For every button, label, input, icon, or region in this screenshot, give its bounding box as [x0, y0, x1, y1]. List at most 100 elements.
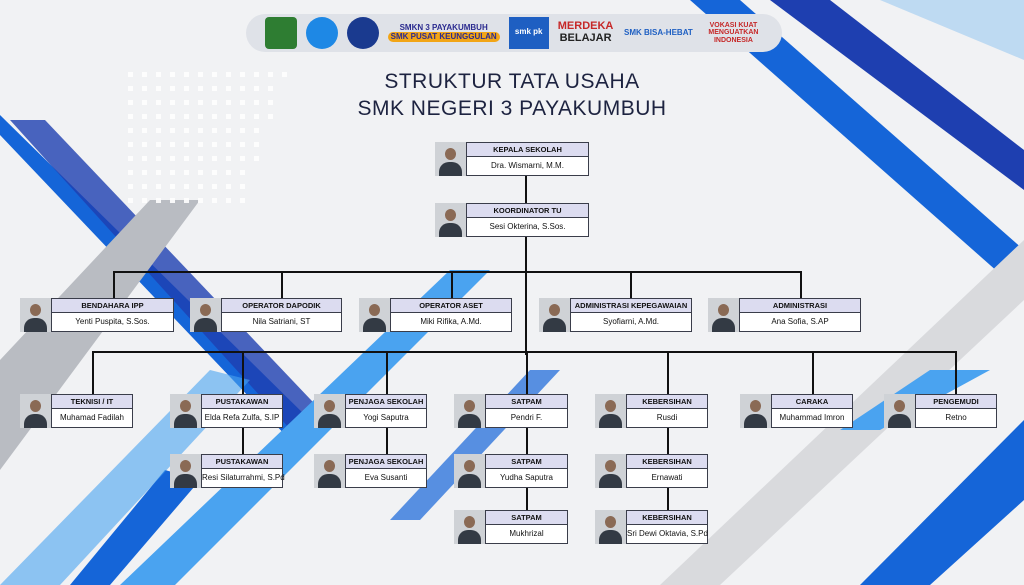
staff-card: KEBERSIHAN Rusdi [595, 394, 708, 428]
staff-name: Yogi Saputra [363, 413, 409, 422]
staff-role: PENJAGA SEKOLAH [346, 395, 426, 409]
staff-role: PUSTAKAWAN [202, 395, 282, 409]
decor-dot [198, 142, 203, 147]
decor-dot [212, 156, 217, 161]
decor-dot [212, 198, 217, 203]
staff-name: Mukhrizal [509, 529, 544, 538]
connector-line [667, 428, 669, 454]
decor-dot [128, 128, 133, 133]
decor-dot [156, 72, 161, 77]
decor-dot [184, 72, 189, 77]
decor-dot [184, 184, 189, 189]
decor-dot [156, 128, 161, 133]
staff-role: KEBERSIHAN [627, 455, 707, 469]
connector-line [955, 351, 957, 394]
decor-dot [240, 128, 245, 133]
staff-name: Nila Satriani, ST [252, 317, 311, 326]
decor-dot [156, 142, 161, 147]
staff-name: Yudha Saputra [500, 473, 553, 482]
decor-dot [184, 142, 189, 147]
decor-dot [198, 100, 203, 105]
staff-box: KEBERSIHAN Rusdi [626, 394, 708, 428]
decor-dot [184, 100, 189, 105]
decor-dot [128, 184, 133, 189]
decor-dot [128, 170, 133, 175]
staff-photo [884, 394, 915, 428]
decor-dot [240, 198, 245, 203]
decor-dot [240, 170, 245, 175]
pusat-keunggulan-text: SMK PUSAT KEUNGGULAN [387, 32, 500, 43]
decor-dot [212, 142, 217, 147]
decor-dot [198, 184, 203, 189]
decor-dot [254, 114, 259, 119]
decor-dot [240, 100, 245, 105]
decor-dot [212, 128, 217, 133]
merdeka-text: MERDEKA [557, 20, 614, 33]
decor-dot [184, 198, 189, 203]
staff-role: ADMINISTRASI KEPEGAWAIAN [571, 299, 691, 313]
decor-dot [142, 156, 147, 161]
decor-dot [170, 72, 175, 77]
connector-line [800, 271, 802, 298]
decor-dot [268, 100, 273, 105]
decor-dot [170, 114, 175, 119]
decor-dot [142, 198, 147, 203]
decor-dot [142, 114, 147, 119]
connector-line [242, 351, 244, 394]
staff-name: Muhamad Fadilah [59, 413, 125, 422]
staff-photo [595, 394, 626, 428]
decor-dot [268, 114, 273, 119]
decor-dot [142, 184, 147, 189]
decor-dot [268, 72, 273, 77]
decor-dot [226, 184, 231, 189]
vokasi-logo: VOKASI KUAT MENGUATKAN INDONESIA [708, 21, 759, 44]
decor-dot [170, 86, 175, 91]
staff-photo [595, 510, 626, 544]
decor-dot [128, 72, 133, 77]
staff-photo [740, 394, 771, 428]
staff-role: KEBERSIHAN [627, 395, 707, 409]
decor-dot [142, 86, 147, 91]
decor-dot [156, 198, 161, 203]
decor-dot [198, 128, 203, 133]
decor-dot [128, 142, 133, 147]
staff-photo [20, 394, 51, 428]
decor-dot [184, 114, 189, 119]
decor-dot [128, 198, 133, 203]
smkpk-logo: smk pk [508, 17, 549, 49]
staff-role: CARAKA [772, 395, 852, 409]
staff-photo [435, 203, 466, 237]
decor-dot [212, 100, 217, 105]
decor-dot [254, 86, 259, 91]
decor-dot [212, 114, 217, 119]
smk-bisa-hebat-logo: SMK BISA-HEBAT [624, 27, 693, 37]
decor-dot [184, 128, 189, 133]
staff-name: Rusdi [656, 413, 678, 422]
decor-dot [142, 170, 147, 175]
staff-box: PENJAGA SEKOLAH Yogi Saputra [345, 394, 427, 428]
decor-dot [226, 170, 231, 175]
staff-role: KEPALA SEKOLAH [467, 143, 588, 157]
connector-line [526, 351, 528, 394]
staff-name: Dra. Wismarni, M.M. [491, 161, 564, 170]
decor-dot [240, 156, 245, 161]
staff-role: PENGEMUDI [916, 395, 996, 409]
decor-dot [240, 114, 245, 119]
staff-photo [454, 510, 485, 544]
decor-dot [170, 128, 175, 133]
decor-dot [254, 128, 259, 133]
smkn-text: SMKN 3 PAYAKUMBUH [399, 22, 488, 32]
decor-dot [226, 72, 231, 77]
